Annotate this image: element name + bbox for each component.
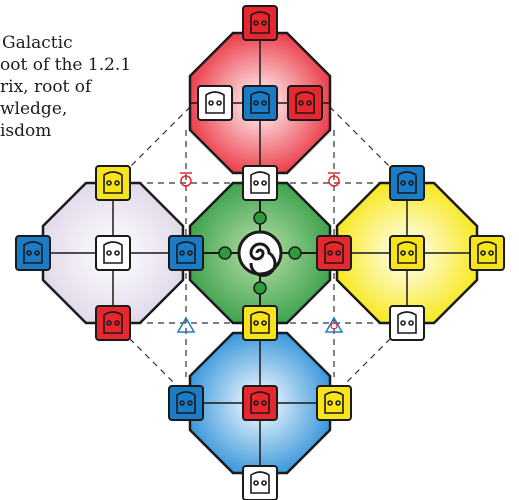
tile-east-bottom: [390, 306, 424, 340]
tile-north-center: [243, 86, 277, 120]
tile-west-right: [169, 236, 203, 270]
tile-west-bottom: [96, 306, 130, 340]
tile-north-bottom: [243, 166, 277, 200]
tile-west-left: [16, 236, 50, 270]
tile-south-right: [317, 386, 351, 420]
tile-east-left: [317, 236, 351, 270]
tile-west-center: [96, 236, 130, 270]
tile-east-center: [390, 236, 424, 270]
tile-north-right: [288, 86, 322, 120]
tile-west-top: [96, 166, 130, 200]
tile-north-top: [243, 6, 277, 40]
tile-east-right: [470, 236, 504, 270]
tile-north-left: [198, 86, 232, 120]
tile-east-top: [390, 166, 424, 200]
tile-south-left: [169, 386, 203, 420]
tile-south-bottom: [243, 466, 277, 500]
tile-south-top: [243, 306, 277, 340]
tile-south-center: [243, 386, 277, 420]
